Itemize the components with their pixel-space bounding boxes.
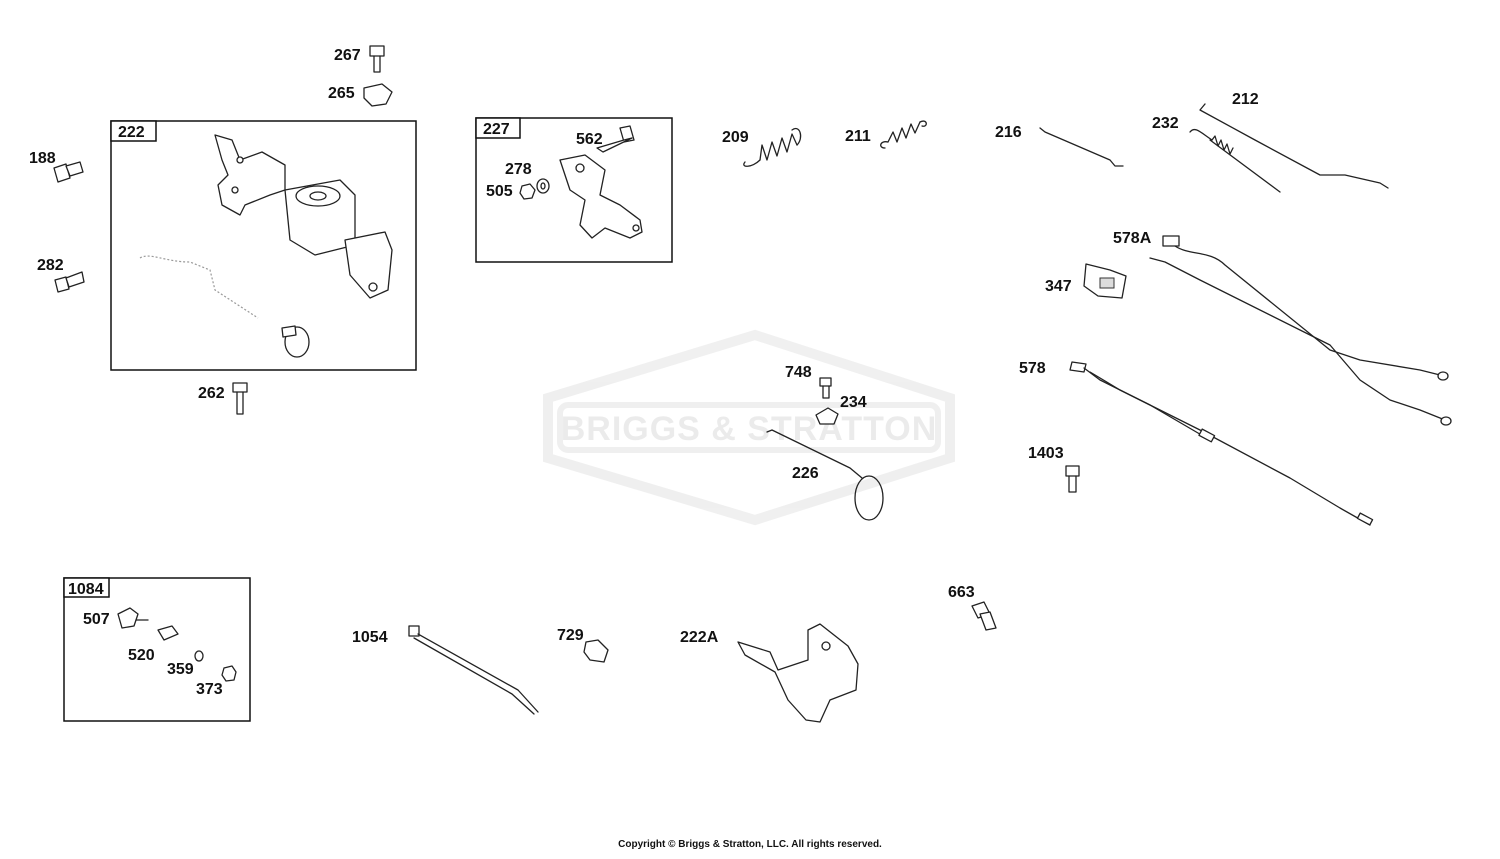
clamp-520-part <box>157 625 179 641</box>
part-label-505: 505 <box>486 183 513 200</box>
part-label-278: 278 <box>505 161 532 178</box>
part-label-267: 267 <box>334 47 361 64</box>
switch-347-part <box>1083 263 1127 299</box>
part-label-188: 188 <box>29 150 56 167</box>
bolt-1403-part <box>1065 465 1080 493</box>
part-label-748: 748 <box>785 364 812 381</box>
bolt-663-part <box>971 601 997 631</box>
nut-373-part <box>221 665 237 682</box>
briggs-stratton-watermark: BRIGGS & STRATTON <box>543 329 955 526</box>
bracket-222a-part <box>737 623 859 723</box>
rod-226-part <box>766 429 884 521</box>
clip-729-part <box>583 639 609 663</box>
rod-216-part <box>1039 127 1124 167</box>
part-label-520: 520 <box>128 647 155 664</box>
spring-rod-232-part <box>1189 128 1281 193</box>
part-label-373: 373 <box>196 681 223 698</box>
box-label-1084: 1084 <box>68 581 104 598</box>
part-label-209: 209 <box>722 129 749 146</box>
governor-bracket-part <box>214 134 393 299</box>
part-label-282: 282 <box>37 257 64 274</box>
fitting-507-part <box>117 607 149 629</box>
part-label-1403: 1403 <box>1028 445 1064 462</box>
spring-211-part <box>880 120 927 149</box>
bolt-282-part <box>54 271 85 293</box>
spring-209-part <box>743 127 802 167</box>
box-227: 227 562 278 505 <box>475 117 673 263</box>
watermark-text: BRIGGS & STRATTON <box>561 410 938 448</box>
cable-tie-1054-part <box>408 625 539 715</box>
box-label-222: 222 <box>118 124 145 141</box>
pin-562-part <box>596 125 635 153</box>
knob-part <box>281 325 310 358</box>
part-label-359: 359 <box>167 661 194 678</box>
part-label-562: 562 <box>576 131 603 148</box>
washer-359-part <box>194 650 204 662</box>
governor-link-rod-part <box>139 255 259 319</box>
harness-578-part <box>1069 361 1374 526</box>
part-label-234: 234 <box>840 394 867 411</box>
part-label-1054: 1054 <box>352 629 388 646</box>
box-label-227: 227 <box>483 121 510 138</box>
part-label-216: 216 <box>995 124 1022 141</box>
screw-267-part <box>369 45 385 73</box>
part-label-226: 226 <box>792 465 819 482</box>
screw-262-part <box>232 382 248 415</box>
box-1084: 1084 507 520 359 373 <box>63 577 251 722</box>
clip-265-part <box>363 83 393 107</box>
nut-505-part <box>519 183 536 200</box>
part-label-212: 212 <box>1232 91 1259 108</box>
part-label-222a: 222A <box>680 629 719 646</box>
harness-578a-part <box>1149 235 1452 426</box>
part-label-211: 211 <box>845 128 871 145</box>
box-222: 222 <box>110 120 417 371</box>
part-label-232: 232 <box>1152 115 1179 132</box>
part-label-663: 663 <box>948 584 975 601</box>
part-label-578a: 578A <box>1113 230 1152 247</box>
part-label-729: 729 <box>557 627 584 644</box>
part-label-265: 265 <box>328 85 355 102</box>
rod-212-part <box>1199 103 1389 189</box>
part-label-578: 578 <box>1019 360 1046 377</box>
screw-748-part <box>819 377 832 399</box>
washer-278-part <box>536 178 550 194</box>
bolt-188-part <box>53 161 84 183</box>
copyright-notice: Copyright © Briggs & Stratton, LLC. All … <box>618 839 882 850</box>
control-bracket-part <box>559 154 643 239</box>
clip-234-part <box>815 407 839 425</box>
part-label-507: 507 <box>83 611 110 628</box>
part-label-347: 347 <box>1045 278 1072 295</box>
part-label-262: 262 <box>198 385 225 402</box>
